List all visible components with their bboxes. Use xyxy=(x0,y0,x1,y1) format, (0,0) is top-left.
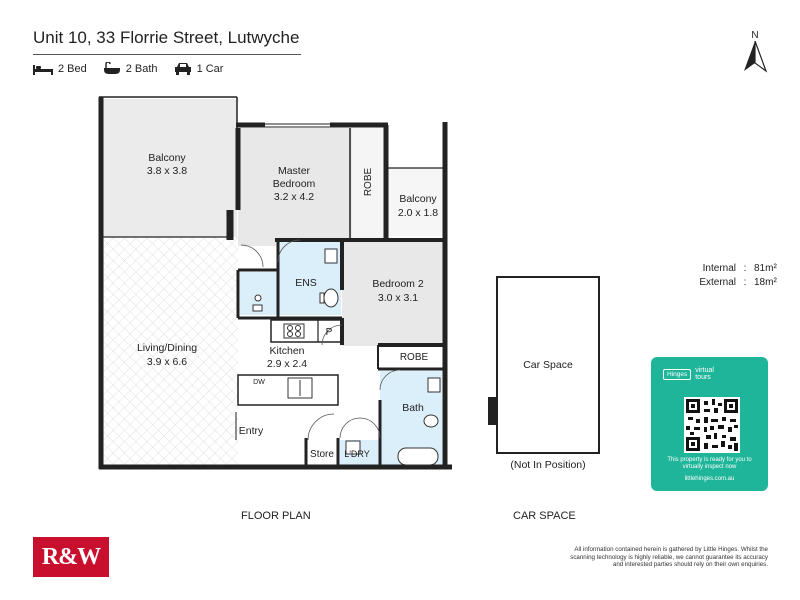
area-row-internal: Internal : 81m² xyxy=(690,262,777,276)
entry-label: Entry xyxy=(239,425,264,437)
spec-bath-label: 2 Bath xyxy=(125,62,158,75)
car-space-marker xyxy=(488,397,497,425)
car-space-note: (Not In Position) xyxy=(510,459,585,471)
disclaimer-text: All information contained herein is gath… xyxy=(570,546,768,569)
fixtures xyxy=(252,248,441,466)
property-specs: 2 Bed 2 Bath 1 Car xyxy=(33,62,233,75)
kitchen-size: 2.9 x 2.4 xyxy=(267,358,307,370)
door-swings xyxy=(240,239,401,441)
kitchen-name: Kitchen xyxy=(269,345,304,357)
tour-message: This property is ready for you to virtua… xyxy=(667,457,752,470)
area-table: Internal : 81m² External : 18m² xyxy=(690,262,777,290)
bedroom2-size: 3.0 x 3.1 xyxy=(378,292,418,304)
balcony-main-name: Balcony xyxy=(148,152,186,164)
car-space-caption: CAR SPACE xyxy=(513,510,576,522)
laundry-label: L'DRY xyxy=(344,449,370,459)
pantry-label: P xyxy=(326,327,333,338)
balcony-small-fill xyxy=(388,168,443,236)
area-value-internal: 81m² xyxy=(754,263,777,274)
tour-brand-box: Hinges xyxy=(663,368,692,380)
agency-logo: R&W xyxy=(33,537,109,577)
car-space-outline xyxy=(496,276,600,454)
spec-bed-label: 2 Bed xyxy=(58,62,87,75)
tour-brand-line1: virtual xyxy=(695,367,714,374)
tour-brand: Hinges virtual tours xyxy=(663,367,714,381)
tour-brand-line2: tours xyxy=(695,374,711,381)
car-icon xyxy=(174,63,191,75)
bath-label: Bath xyxy=(402,402,424,414)
robe-bed2-label: ROBE xyxy=(400,352,429,363)
balcony-main-size: 3.8 x 3.8 xyxy=(147,165,187,177)
tour-url[interactable]: littlehinges.com.au xyxy=(684,476,735,482)
spec-bed: 2 Bed xyxy=(33,63,87,75)
master-name-2: Bedroom xyxy=(273,178,316,190)
qr-code-icon[interactable] xyxy=(684,397,740,453)
master-size: 3.2 x 4.2 xyxy=(274,191,314,203)
title-divider xyxy=(33,54,301,55)
spec-car-label: 1 Car xyxy=(196,62,224,75)
spec-bath: 2 Bath xyxy=(103,62,158,75)
ens-label: ENS xyxy=(295,277,317,289)
property-title: Unit 10, 33 Florrie Street, Lutwyche xyxy=(33,28,300,47)
virtual-tour-card[interactable]: Hinges virtual tours This proper xyxy=(651,357,768,491)
master-name-1: Master xyxy=(278,165,311,177)
robe-master-label: ROBE xyxy=(363,168,374,197)
compass: N xyxy=(740,30,770,75)
living-size: 3.9 x 6.6 xyxy=(147,356,187,368)
area-label-internal: Internal xyxy=(702,263,736,274)
balcony-small-name: Balcony xyxy=(399,193,437,205)
floor-plan-caption: FLOOR PLAN xyxy=(241,510,311,522)
spec-car: 1 Car xyxy=(174,62,224,75)
bedroom2-name: Bedroom 2 xyxy=(372,278,424,290)
robe-master-fill xyxy=(352,128,385,238)
store-label: Store xyxy=(310,449,334,460)
balcony-main-fill xyxy=(101,99,237,237)
living-fill xyxy=(101,237,238,466)
north-arrow-icon xyxy=(744,40,768,73)
compass-label: N xyxy=(751,30,759,41)
living-name: Living/Dining xyxy=(137,342,197,354)
bath-icon xyxy=(103,62,120,74)
walls xyxy=(98,96,452,470)
dw-label: DW xyxy=(253,379,265,386)
bed-icon xyxy=(33,64,53,75)
balcony-small-size: 2.0 x 1.8 xyxy=(398,207,438,219)
area-row-external: External : 18m² xyxy=(690,276,777,290)
bedroom2-fill xyxy=(342,240,445,346)
area-label-external: External xyxy=(699,277,736,288)
car-space-label: Car Space xyxy=(523,359,573,371)
area-value-external: 18m² xyxy=(754,277,777,288)
